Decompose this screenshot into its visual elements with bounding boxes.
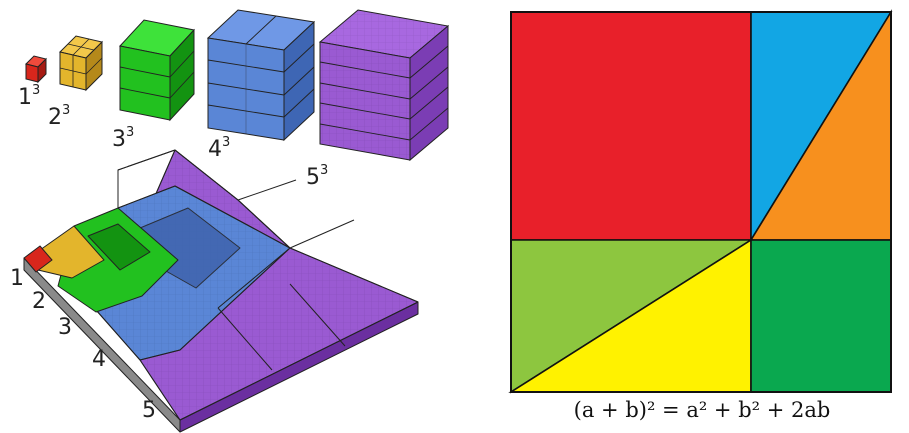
cube-label-2: 23 [48,103,70,130]
formula-caption: (a + b)² = a² + b² + 2ab [573,398,831,422]
cube-3 [119,19,195,122]
square-label-4: 4 [92,347,106,372]
cube-label-5: 53 [306,163,328,190]
cube-2 [59,35,103,92]
cube-label-1: 13 [18,83,40,110]
cube-1 [25,55,47,84]
cube-label-3: 33 [112,125,134,152]
cube-4 [206,9,316,142]
flat-square-slab [23,149,419,433]
square-a-squared [510,11,752,241]
square-label-1: 1 [10,266,24,291]
cube-label-4: 43 [208,135,230,162]
square-b-squared [750,239,892,393]
square-proof [508,9,893,394]
square-label-3: 3 [58,315,72,340]
square-label-5: 5 [142,398,156,423]
cube-5 [318,9,450,162]
square-label-2: 2 [32,289,46,314]
